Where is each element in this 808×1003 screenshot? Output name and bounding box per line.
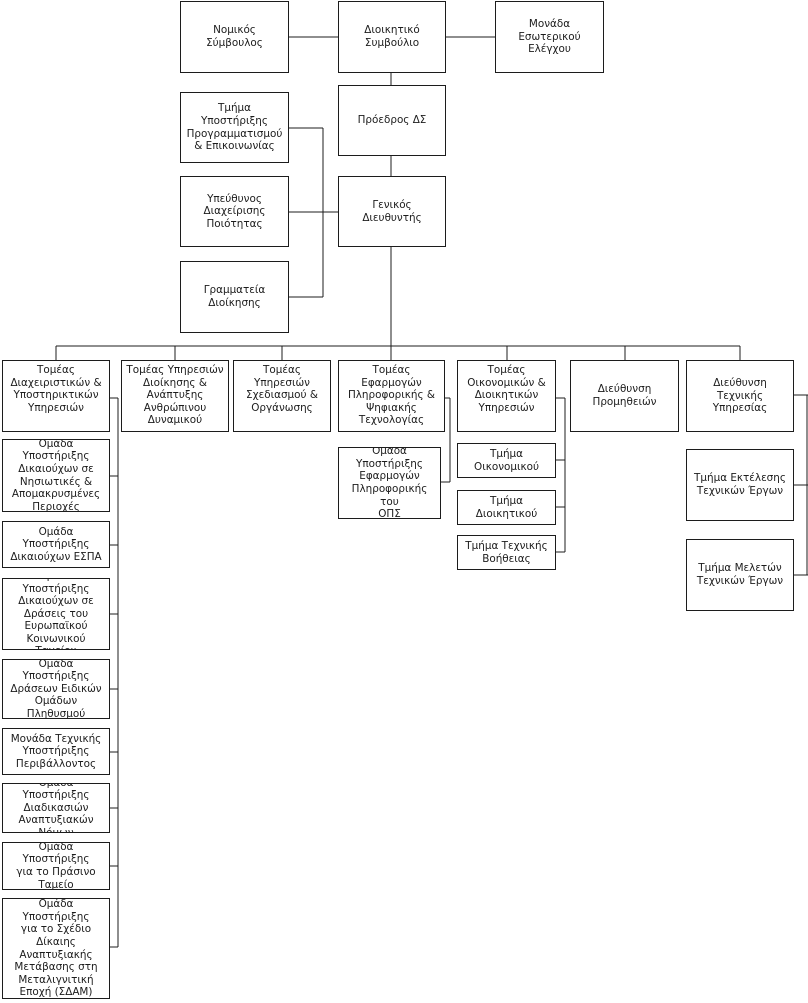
- node-unit-technical-assistance: Τμήμα Τεχνικής Βοήθειας: [457, 535, 556, 570]
- node-general-director: Γενικός Διευθυντής: [338, 176, 446, 247]
- node-unit-special-groups: Ομάδα Υποστήριξης Δράσεων Ειδικών Ομάδων…: [2, 659, 110, 719]
- node-unit-administrative: Τμήμα Διοικητικού: [457, 490, 556, 525]
- node-unit-development-laws: Ομάδα Υποστήριξης Διαδικασιών Αναπτυξιακ…: [2, 783, 110, 833]
- node-programming-support: Τμήμα Υποστήριξης Προγραμματισμού & Επικ…: [180, 92, 289, 163]
- node-unit-islands: Ομάδα Υποστήριξης Δικαιούχων σε Νησιωτικ…: [2, 439, 110, 512]
- node-sector-planning-services: Τομέας Υπηρεσιών Σχεδιασμού & Οργάνωσης: [233, 360, 331, 432]
- node-sector-procurement: Διεύθυνση Προμηθειών: [570, 360, 679, 432]
- node-unit-sdam: Ομάδα Υποστήριξης για το Σχέδιο Δίκαιης …: [2, 898, 110, 999]
- node-sector-finance-admin: Τομέας Οικονομικών & Διοικητικών Υπηρεσι…: [457, 360, 556, 432]
- node-unit-espa: Ομάδα Υποστήριξης Δικαιούχων ΕΣΠΑ: [2, 521, 110, 568]
- node-sector-management-support: Τομέας Διαχειριστικών & Υποστηρικτικών Υ…: [2, 360, 110, 432]
- node-quality-officer: Υπεύθυνος Διαχείρισης Ποιότητας: [180, 176, 289, 247]
- node-unit-works-studies: Τμήμα Μελετών Τεχνικών Έργων: [686, 539, 794, 611]
- node-unit-esf: Ομάδα Υποστήριξης Δικαιούχων σε Δράσεις …: [2, 578, 110, 650]
- node-legal-advisor: Νομικός Σύμβουλος: [180, 1, 289, 73]
- node-unit-environment: Μονάδα Τεχνικής Υποστήριξης Περιβάλλοντο…: [2, 728, 110, 775]
- node-sector-hr-services: Τομέας Υπηρεσιών Διοίκησης & Ανάπτυξης Α…: [121, 360, 229, 432]
- node-sector-it-applications: Τομέας Εφαρμογών Πληροφορικής & Ψηφιακής…: [338, 360, 445, 432]
- node-board: Διοικητικό Συμβούλιο: [338, 1, 446, 73]
- node-sector-technical: Διεύθυνση Τεχνικής Υπηρεσίας: [686, 360, 794, 432]
- node-unit-green-fund: Ομάδα Υποστήριξης για το Πράσινο Ταμείο: [2, 842, 110, 890]
- node-unit-it-ops: Ομάδα Υποστήριξης Εφαρμογών Πληροφορικής…: [338, 447, 441, 519]
- node-unit-works-execution: Τμήμα Εκτέλεσης Τεχνικών Έργων: [686, 449, 794, 521]
- node-chairman: Πρόεδρος ΔΣ: [338, 85, 446, 156]
- node-internal-audit: Μονάδα Εσωτερικού Ελέγχου: [495, 1, 604, 73]
- node-unit-economic: Τμήμα Οικονομικού: [457, 443, 556, 478]
- node-admin-secretariat: Γραμματεία Διοίκησης: [180, 261, 289, 333]
